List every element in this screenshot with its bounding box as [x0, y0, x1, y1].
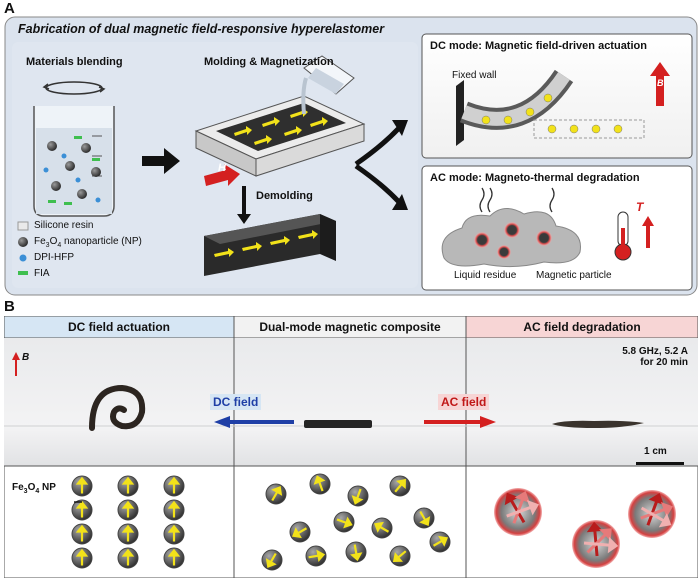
- molding-label: Molding & Magnetization: [204, 56, 334, 68]
- aligned-particle: [117, 475, 139, 497]
- ac-field-arrow: [424, 416, 496, 428]
- temp-up-arrow: [642, 216, 654, 248]
- dc-field-label: DC field: [210, 394, 262, 410]
- legend-dpi-icon: [19, 254, 27, 262]
- conditions-line-1: 5.8 GHz, 5.2 A: [622, 346, 688, 357]
- random-particle: [265, 483, 287, 505]
- curled-sample: [89, 384, 146, 431]
- random-particle: [347, 485, 369, 507]
- col3-header: AC field degradation: [523, 320, 641, 334]
- thermometer-icon: [614, 211, 632, 261]
- conditions-line-2: for 20 min: [640, 357, 688, 368]
- photo-strip: [4, 338, 698, 466]
- liquid-residue-label: Liquid residue: [454, 270, 517, 281]
- random-particles: [261, 473, 451, 571]
- hot-particle: [628, 490, 676, 538]
- panel-a-title: Fabrication of dual magnetic field-respo…: [18, 22, 385, 36]
- aligned-particle: [117, 547, 139, 569]
- ac-residue: [441, 187, 581, 268]
- aligned-particle: [163, 523, 185, 545]
- degraded-residue: [552, 420, 644, 428]
- random-particle: [261, 549, 283, 571]
- panel-a: Fabrication of dual magnetic field-respo…: [4, 16, 698, 296]
- aligned-particle: [71, 475, 93, 497]
- aligned-particle: [71, 523, 93, 545]
- aligned-particle: [163, 475, 185, 497]
- panel-a-letter: A: [4, 0, 15, 17]
- dc-actuator: [456, 69, 645, 146]
- legend-fia-icon: [18, 271, 28, 275]
- mold-tray: [194, 95, 366, 177]
- panel-b-figure: [3, 315, 699, 579]
- panel-b-letter: B: [4, 298, 15, 315]
- aligned-particle: [117, 523, 139, 545]
- b-field-label: B: [22, 352, 30, 363]
- stirring-icon: [42, 81, 106, 95]
- legend-silicone-icon: [17, 221, 29, 231]
- panel-b: DC field actuation Dual-mode magnetic co…: [3, 315, 699, 579]
- demolded-bar: [204, 214, 336, 276]
- scale-bar: [636, 462, 684, 465]
- aligned-particles: [71, 475, 185, 569]
- legend-silicone-label: Silicone resin: [34, 220, 94, 231]
- pouring-cup: [301, 55, 355, 115]
- random-particle: [429, 531, 451, 553]
- branch-arrow-down: [354, 163, 401, 204]
- ac-mode-title: AC mode: Magneto-thermal degradation: [430, 172, 640, 184]
- legend-np-icon: [18, 237, 28, 247]
- demolding-arrow: [237, 186, 251, 224]
- legend-fia-label: FIA: [34, 268, 50, 279]
- beaker: [33, 106, 115, 217]
- field-h-label: H: [218, 162, 226, 174]
- random-particle: [305, 545, 327, 567]
- hot-particles: [494, 488, 676, 568]
- process-arrow: [142, 148, 180, 174]
- branch-arrow-up: [354, 126, 401, 167]
- ac-field-label: AC field: [438, 394, 490, 410]
- conditions-label: 5.8 GHz, 5.2 A for 20 min: [604, 346, 688, 368]
- np-label: Fe3O4 NP: [12, 482, 56, 495]
- magnetic-particle-label: Magnetic particle: [536, 270, 612, 281]
- random-particle: [289, 521, 311, 543]
- flat-composite: [304, 420, 372, 428]
- aligned-particle: [71, 499, 93, 521]
- scale-label: 1 cm: [644, 446, 667, 457]
- hot-particle: [494, 488, 542, 536]
- random-particle: [345, 541, 367, 563]
- b-field-arrow: [12, 352, 20, 376]
- dc-mode-title: DC mode: Magnetic field-driven actuation: [430, 40, 647, 52]
- legend-np-label: Fe3O4 nanoparticle (NP): [34, 236, 142, 249]
- demolding-label: Demolding: [256, 190, 313, 202]
- random-particle: [389, 545, 411, 567]
- col2-header: Dual-mode magnetic composite: [259, 320, 441, 334]
- aligned-particle: [71, 547, 93, 569]
- dc-field-arrow: [214, 416, 294, 428]
- random-particle: [309, 473, 331, 495]
- legend-dpi-label: DPI-HFP: [34, 252, 74, 263]
- panel-a-figure: [4, 16, 698, 296]
- col1-header: DC field actuation: [67, 320, 170, 334]
- aligned-particle: [117, 499, 139, 521]
- random-particle: [389, 475, 411, 497]
- aligned-particle: [163, 547, 185, 569]
- field-b-label: B: [657, 78, 664, 88]
- aligned-particle: [163, 499, 185, 521]
- field-h-arrow: [204, 164, 240, 186]
- temperature-label: T: [636, 200, 644, 214]
- random-particle: [413, 507, 435, 529]
- random-particle: [333, 511, 355, 533]
- hot-particle: [572, 520, 620, 568]
- random-particle: [371, 517, 393, 539]
- fixed-wall-label: Fixed wall: [452, 70, 497, 81]
- field-b-arrow: [650, 62, 670, 106]
- materials-blending-label: Materials blending: [26, 56, 123, 68]
